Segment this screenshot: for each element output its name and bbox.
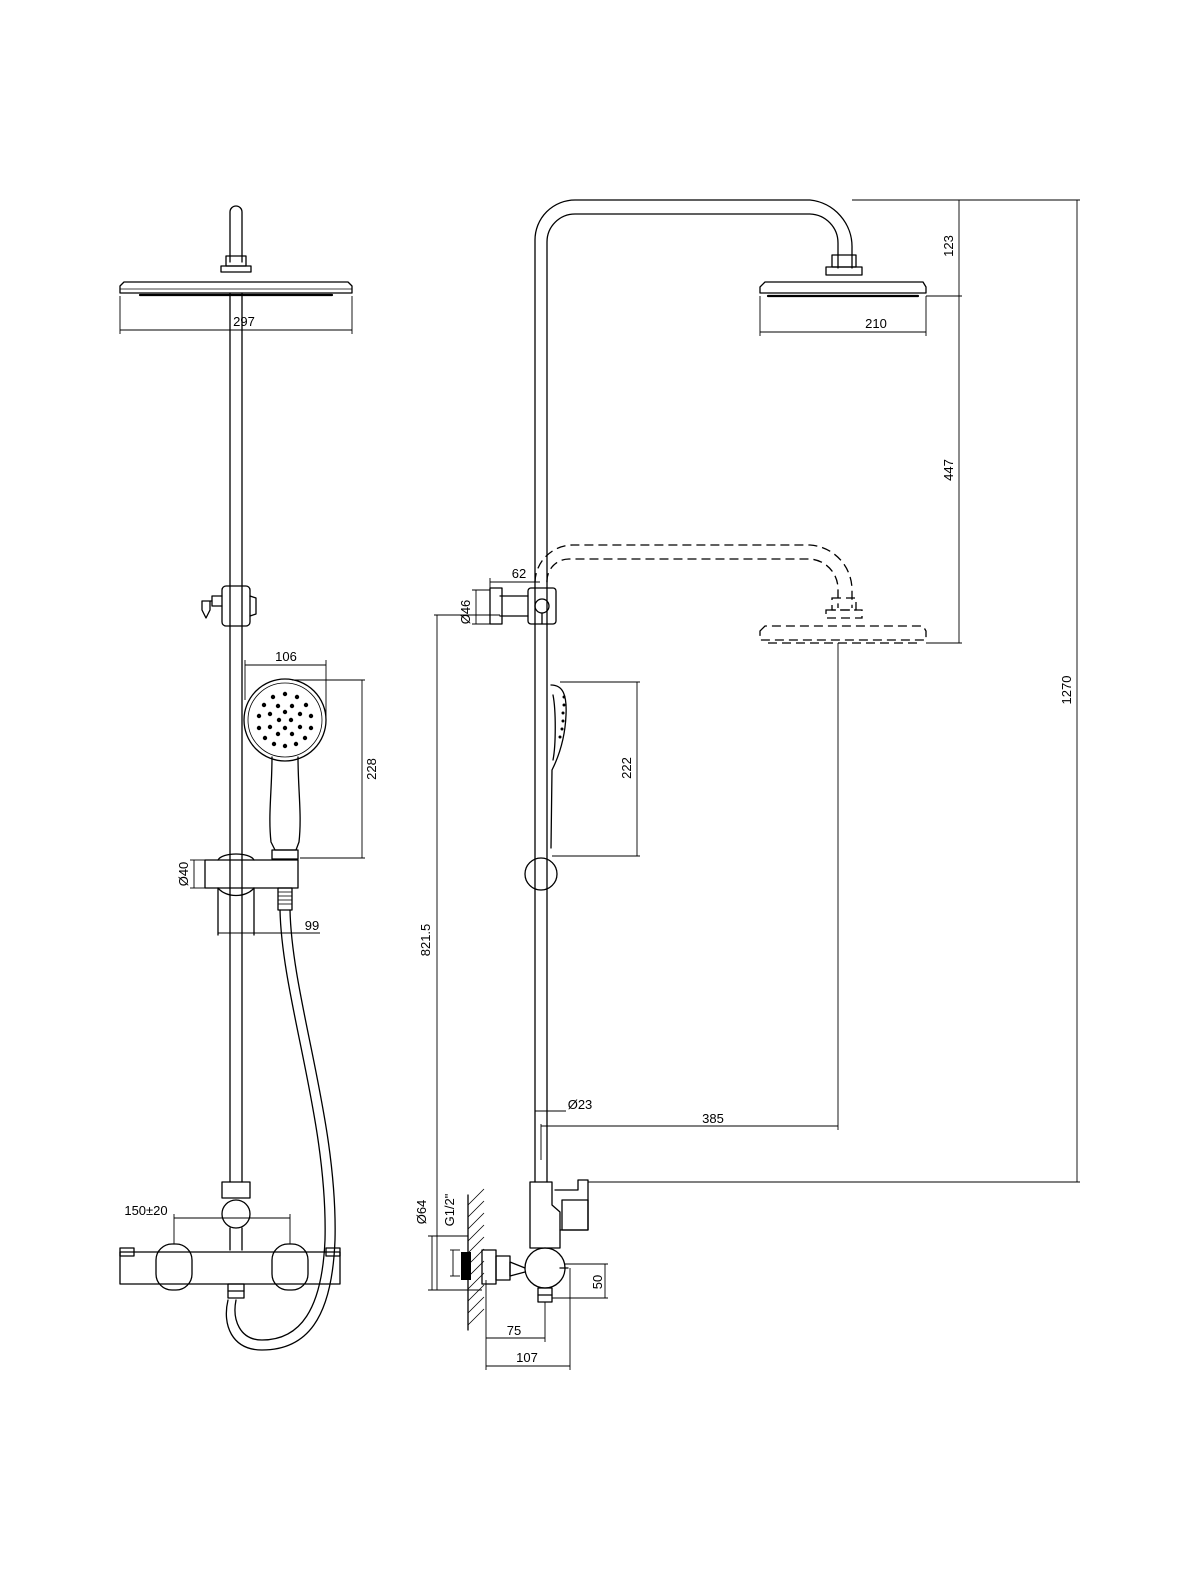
side-arm-lowered bbox=[534, 544, 853, 608]
hand-shower-nozzles bbox=[256, 691, 314, 749]
side-mixer-body bbox=[524, 1247, 566, 1289]
hose bbox=[234, 909, 326, 1341]
dim-holder-offset: 99 bbox=[305, 918, 319, 933]
side-bracket-wall-plate bbox=[489, 587, 503, 625]
dim-hand-shower-side-length: 222 bbox=[619, 757, 634, 779]
front-upper-bracket bbox=[221, 585, 251, 627]
front-arm bbox=[229, 205, 243, 263]
front-slider-holder bbox=[204, 859, 299, 889]
side-arm-inner bbox=[546, 213, 839, 583]
dim-side-head-width: 210 bbox=[865, 316, 887, 331]
mixer-diverter-knob bbox=[221, 1199, 251, 1229]
side-mixer-upper bbox=[529, 1181, 561, 1249]
dim-holder-diameter: Ø40 bbox=[176, 862, 191, 887]
side-connector bbox=[495, 1255, 511, 1281]
dim-hand-shower-width: 106 bbox=[275, 649, 297, 664]
front-arm-connector bbox=[220, 265, 252, 273]
side-nozzles bbox=[558, 695, 566, 739]
side-view: 210 123 447 1270 62 Ø46 222 821.5 Ø23 38… bbox=[414, 199, 1080, 1370]
side-rain-head-lowered bbox=[759, 625, 927, 641]
dim-arm-drop: 123 bbox=[941, 235, 956, 257]
hand-shower-handle bbox=[269, 756, 301, 851]
wall-pipe bbox=[461, 1252, 471, 1280]
dim-mixer-spacing: 150±20 bbox=[124, 1203, 167, 1218]
mixer-left-knob bbox=[155, 1243, 193, 1291]
dim-rain-head-width: 297 bbox=[233, 314, 255, 329]
mixer-top-connector bbox=[221, 1181, 251, 1199]
dim-height-adjust: 447 bbox=[941, 459, 956, 481]
dim-thread-size: G1/2" bbox=[442, 1193, 457, 1226]
hose-connector bbox=[277, 887, 293, 911]
side-arm-outer bbox=[534, 199, 853, 583]
front-view: 297 106 228 Ø40 99 150±20 bbox=[119, 205, 379, 1351]
dim-outlet-height: 50 bbox=[590, 1275, 605, 1289]
side-hand-shower bbox=[550, 684, 567, 849]
side-slider-holder bbox=[524, 857, 558, 891]
dim-bracket-depth: 62 bbox=[512, 566, 526, 581]
dim-pipe-diameter: Ø23 bbox=[568, 1097, 593, 1112]
dim-bracket-diameter: Ø46 bbox=[458, 600, 473, 625]
dim-body-depth: 75 bbox=[507, 1323, 521, 1338]
dim-escutcheon-diameter: Ø64 bbox=[414, 1200, 429, 1225]
front-arm-nut bbox=[225, 255, 247, 267]
dim-total-depth: 107 bbox=[516, 1350, 538, 1365]
dim-total-height: 1270 bbox=[1059, 676, 1074, 705]
mixer-right-knob bbox=[271, 1243, 309, 1291]
front-rain-head bbox=[119, 281, 353, 294]
hand-shower-collar bbox=[271, 849, 299, 860]
side-rain-head-top bbox=[759, 281, 927, 294]
mixer-body bbox=[119, 1251, 341, 1285]
hand-shower-face bbox=[243, 678, 327, 762]
dim-hand-shower-length: 228 bbox=[364, 758, 379, 780]
dim-arm-reach: 385 bbox=[702, 1111, 724, 1126]
dim-rail-height: 821.5 bbox=[418, 924, 433, 957]
